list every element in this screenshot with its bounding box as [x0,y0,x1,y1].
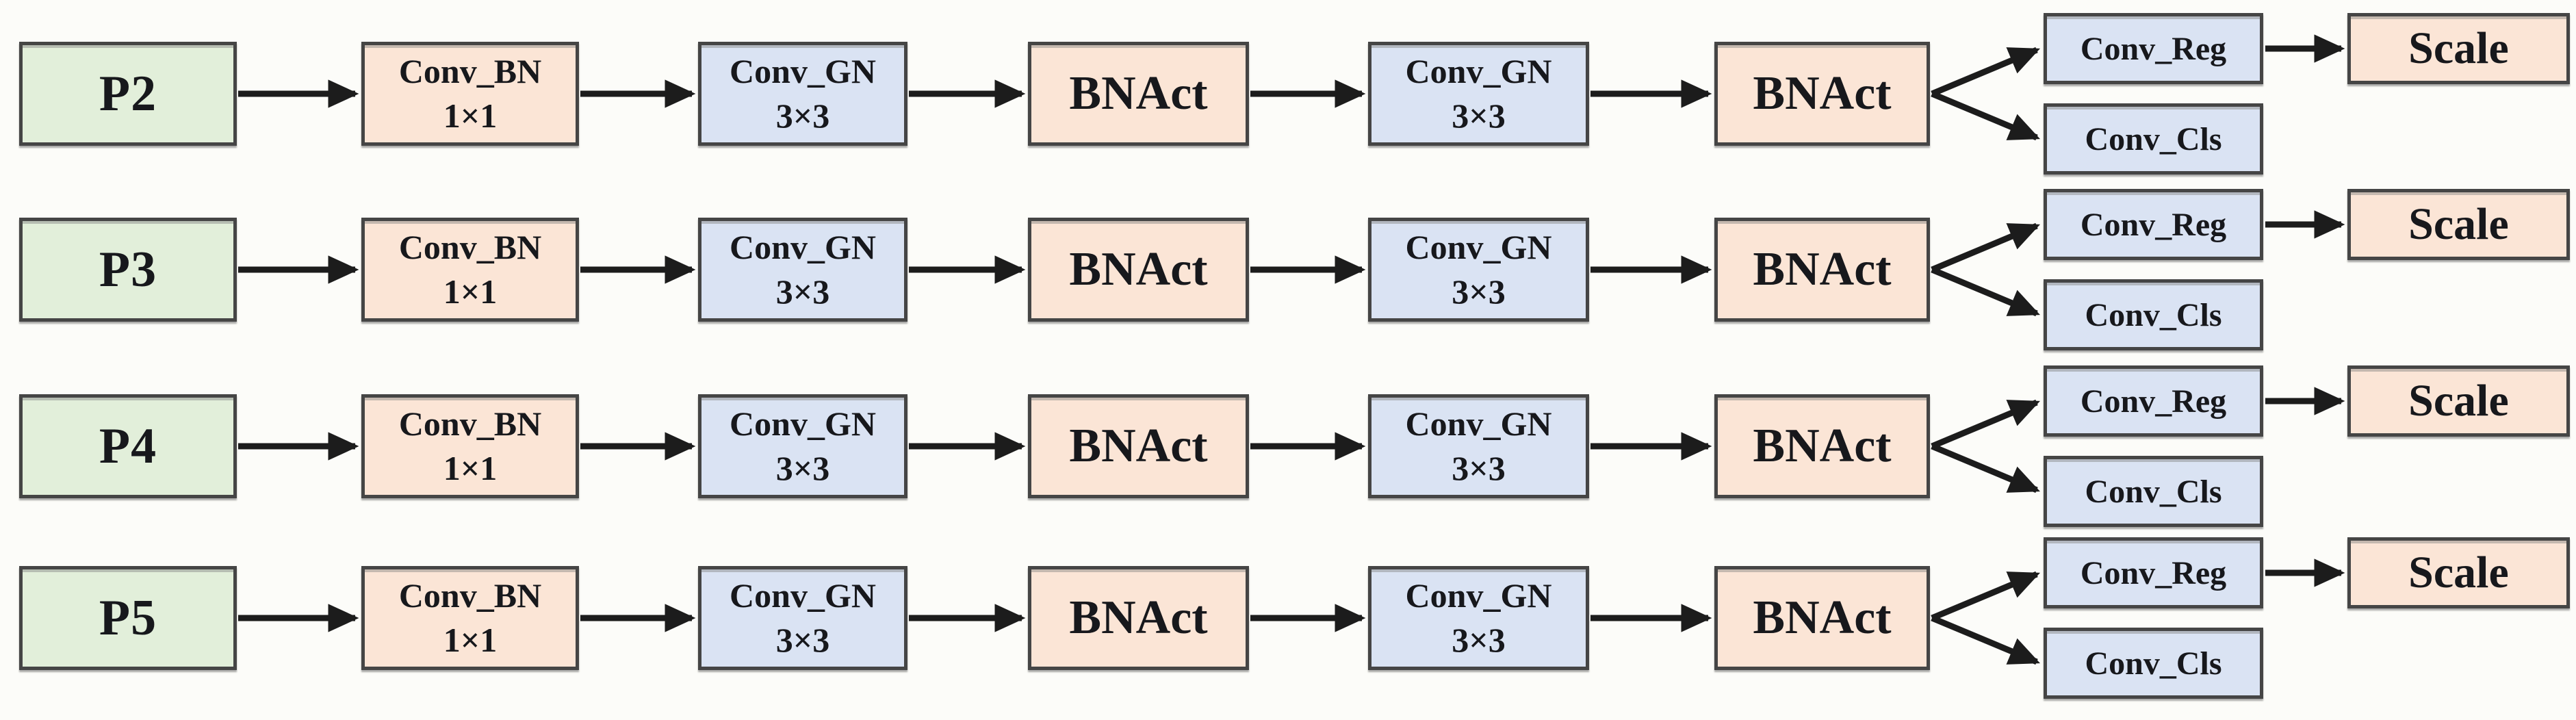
conv-reg-node: Conv_Reg [2044,13,2263,84]
conv-gn-label: Conv_GN [1405,576,1552,615]
bnact-node-1: BNAct [1028,566,1249,670]
conv-reg-node: Conv_Reg [2044,365,2263,437]
conv-gn-node-1: Conv_GN 3×3 [698,566,907,670]
conv-bn-kernel: 1×1 [443,272,498,311]
conv-gn-label: Conv_GN [730,404,876,443]
conv-gn-node-2: Conv_GN 3×3 [1368,394,1589,498]
conv-bn-label: Conv_BN [398,228,542,266]
conv-reg-node: Conv_Reg [2044,189,2263,260]
conv-gn-node-2: Conv_GN 3×3 [1368,218,1589,322]
input-node-p5: P5 [19,566,237,670]
conv-gn-node-2: Conv_GN 3×3 [1368,566,1589,670]
fork-arrow-up-icon [1931,571,2040,621]
scale-node: Scale [2347,537,2570,608]
fork-arrow-down-icon [1931,443,2040,493]
conv-gn-node-1: Conv_GN 3×3 [698,218,907,322]
scale-node: Scale [2347,365,2570,437]
fork-arrow-down-icon [1931,615,2040,665]
conv-gn-kernel: 3×3 [775,272,830,311]
conv-gn-kernel: 3×3 [1452,621,1506,659]
input-node-p3: P3 [19,218,237,322]
conv-gn-kernel: 3×3 [1452,272,1506,311]
conv-cls-node: Conv_Cls [2044,279,2263,350]
conv-gn-label: Conv_GN [1405,228,1552,266]
conv-bn-node: Conv_BN 1×1 [361,42,579,146]
bnact-node-2: BNAct [1714,566,1930,670]
bnact-node-2: BNAct [1714,218,1930,322]
conv-gn-node-2: Conv_GN 3×3 [1368,42,1589,146]
bnact-node-2: BNAct [1714,394,1930,498]
conv-bn-kernel: 1×1 [443,621,498,659]
conv-gn-label: Conv_GN [730,52,876,90]
conv-gn-label: Conv_GN [1405,404,1552,443]
conv-bn-node: Conv_BN 1×1 [361,394,579,498]
conv-bn-kernel: 1×1 [443,449,498,487]
conv-gn-label: Conv_GN [730,576,876,615]
bnact-node-1: BNAct [1028,218,1249,322]
conv-gn-label: Conv_GN [1405,52,1552,90]
scale-node: Scale [2347,13,2570,84]
conv-gn-kernel: 3×3 [775,621,830,659]
bnact-node-2: BNAct [1714,42,1930,146]
conv-bn-node: Conv_BN 1×1 [361,566,579,670]
conv-gn-kernel: 3×3 [1452,449,1506,487]
conv-bn-label: Conv_BN [398,52,542,90]
input-node-p2: P2 [19,42,237,146]
conv-cls-node: Conv_Cls [2044,628,2263,699]
conv-bn-kernel: 1×1 [443,97,498,135]
bnact-node-1: BNAct [1028,394,1249,498]
conv-cls-node: Conv_Cls [2044,456,2263,527]
conv-cls-node: Conv_Cls [2044,103,2263,175]
bnact-node-1: BNAct [1028,42,1249,146]
conv-gn-kernel: 3×3 [1452,97,1506,135]
fork-arrow-down-icon [1931,266,2040,317]
conv-gn-label: Conv_GN [730,228,876,266]
conv-gn-kernel: 3×3 [775,449,830,487]
conv-bn-label: Conv_BN [398,404,542,443]
fork-arrow-down-icon [1931,90,2040,141]
fork-arrow-up-icon [1931,222,2040,273]
input-node-p4: P4 [19,394,237,498]
fork-arrow-up-icon [1931,47,2040,97]
conv-gn-kernel: 3×3 [775,97,830,135]
conv-gn-node-1: Conv_GN 3×3 [698,394,907,498]
conv-reg-node: Conv_Reg [2044,537,2263,608]
conv-gn-node-1: Conv_GN 3×3 [698,42,907,146]
conv-bn-node: Conv_BN 1×1 [361,218,579,322]
fork-arrow-up-icon [1931,399,2040,450]
conv-bn-label: Conv_BN [398,576,542,615]
scale-node: Scale [2347,189,2570,260]
